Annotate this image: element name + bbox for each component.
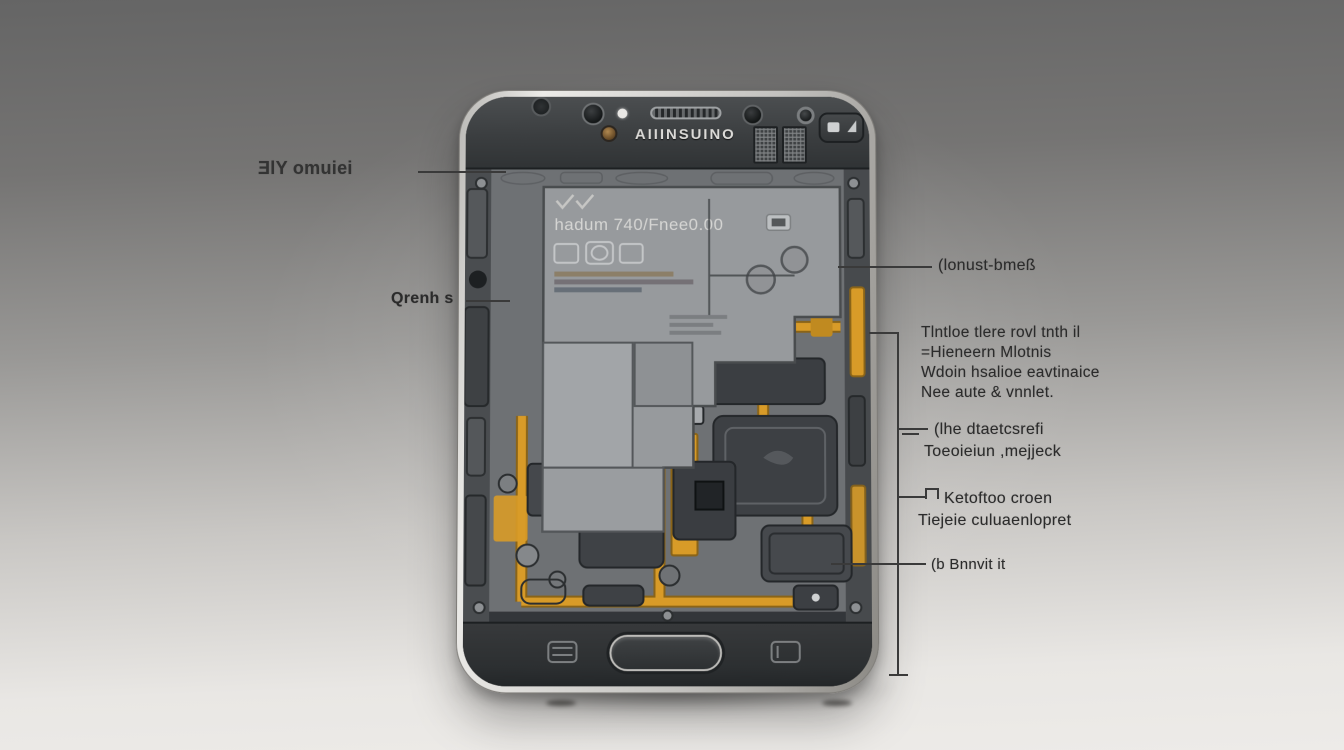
leader-line-right-2-double [902,433,919,435]
note-line: Tlntloe tlere rovl tnth il [921,324,1081,341]
leader-line-right-2 [899,428,928,430]
screws [474,178,862,621]
callout-label-right-4: (b Bnnvit it [931,556,1006,573]
leader-line-right-3 [899,496,925,498]
note-line: Wdoin hsalioe eavtinaice [921,364,1100,381]
phone-device: AIIINSUINO [455,89,880,694]
callout-vertical-line-top-connector [869,332,899,334]
callout-vertical-line [897,332,899,676]
main-board: hadum 740/Fnee0.00 [463,169,872,622]
label-line: Toeoieiun ,mejjeck [924,443,1062,460]
callout-note-block: Tlntloe tlere rovl tnth il =Hieneern Mlo… [921,323,1100,403]
bracket-glyph [925,488,939,499]
note-line: =Hieneern Mlotnis [921,344,1052,361]
amber-patch [493,495,528,542]
label-line: Ketoftoo croen [944,490,1053,507]
left-edge-components [463,169,491,622]
phone-foot-shadow [822,700,852,706]
label-line: (lhe dtaetcsrefi [934,421,1044,438]
internal-board-illustration: hadum 740/Fnee0.00 [463,169,872,622]
leader-line-left-1 [418,171,506,173]
leader-line-right-4 [831,563,926,565]
battery-shield-panel: hadum 740/Fnee0.00 [543,187,842,531]
phone-interior: AIIINSUINO [462,96,873,687]
display-text: hadum 740/Fnee0.00 [554,215,723,234]
right-edge-components [843,169,872,622]
callout-label-left-2: Qrenh s [391,290,454,307]
callout-label-right-1: (lonust-bmeß [938,257,1036,274]
callout-label-right-3: Ketoftoo croen Tiejeie culuaenlopret [918,488,1071,532]
callout-label-right-2: (lhe dtaetcsrefi Toeoieiun ,mejjeck [924,419,1061,463]
callout-label-left-1: ƎlY omuiei [258,158,353,178]
note-line: Nee aute & vnnlet. [921,384,1054,401]
leader-line-right-1 [838,266,932,268]
leader-line-left-2 [466,300,510,302]
label-line: Tiejeie culuaenlopret [918,512,1072,529]
callout-vertical-line-bottom-tick [889,674,908,676]
phone-foot-shadow [546,700,576,706]
